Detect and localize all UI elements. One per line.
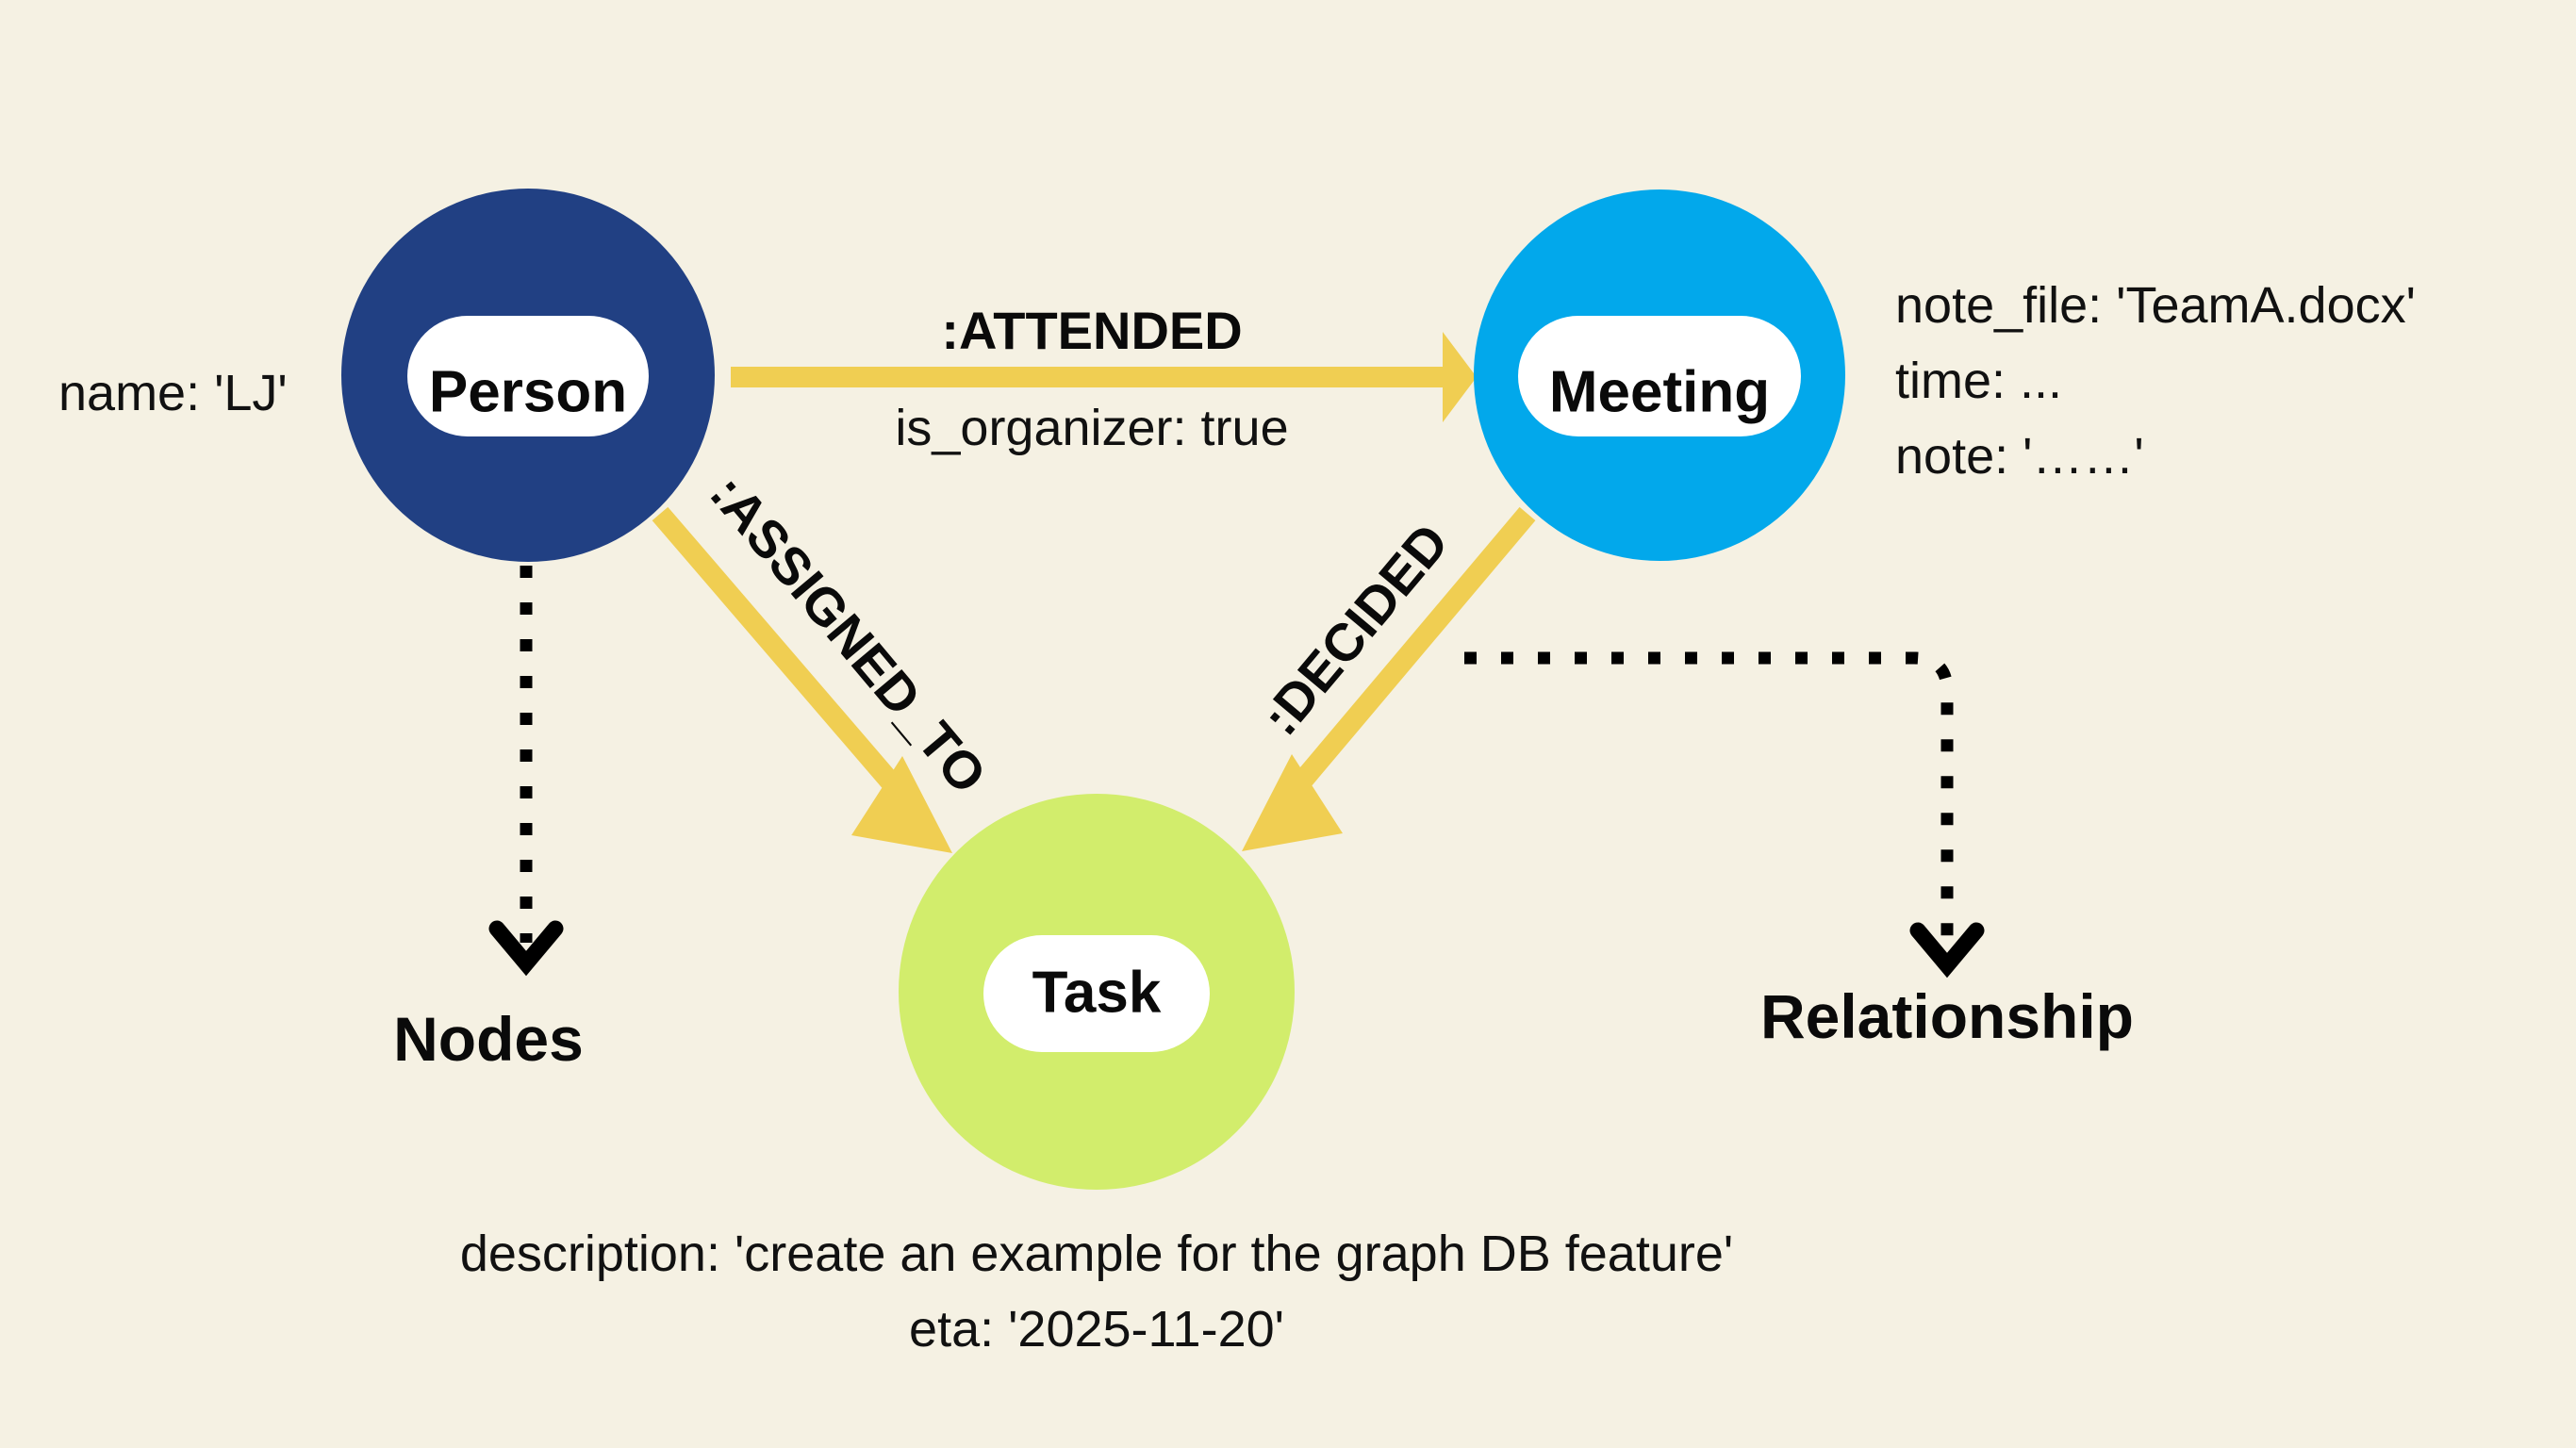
node-task[interactable]: Task: [899, 794, 1295, 1190]
edge-assigned-to-arrowhead: [851, 756, 952, 853]
node-person[interactable]: Person: [341, 189, 715, 562]
relationship-callout-label: Relationship: [1760, 981, 2134, 1051]
relationship-callout: [1464, 651, 1985, 979]
node-task-label: Task: [1032, 960, 1162, 1025]
node-person-pill: [407, 316, 649, 436]
edge-decided-arrowhead: [1242, 754, 1343, 851]
nodes-callout-label: Nodes: [393, 1004, 584, 1074]
relationship-callout-arrowhead: [1909, 922, 1985, 979]
task-property-description: description: 'create an example for the …: [460, 1226, 1733, 1282]
nodes-callout: [488, 566, 564, 977]
task-property-eta: eta: '2025-11-20': [909, 1301, 1284, 1358]
edge-assigned-to-line: [652, 506, 928, 823]
edge-decided[interactable]: [1242, 506, 1536, 851]
person-properties: name: 'LJ': [58, 365, 288, 421]
node-meeting-pill: [1518, 316, 1801, 436]
edge-attended-arrowhead: [1443, 332, 1477, 422]
meeting-properties: note_file: 'TeamA.docx' time: ... note: …: [1895, 277, 2416, 485]
edge-attended[interactable]: [731, 332, 1477, 422]
node-meeting[interactable]: Meeting: [1474, 189, 1845, 561]
edge-attended-label: :ATTENDED: [941, 301, 1242, 360]
node-meeting-label: Meeting: [1549, 359, 1770, 424]
meeting-property-note-file: note_file: 'TeamA.docx': [1895, 277, 2416, 334]
edge-decided-line: [1266, 506, 1536, 821]
relationship-callout-line: [1464, 651, 1954, 945]
task-properties: description: 'create an example for the …: [460, 1226, 1733, 1358]
edge-attended-property: is_organizer: true: [895, 400, 1288, 456]
meeting-property-note: note: '……': [1895, 428, 2144, 485]
node-person-label: Person: [429, 359, 627, 424]
nodes-callout-arrowhead: [488, 920, 564, 977]
node-task-pill: [983, 935, 1210, 1052]
meeting-property-time: time: ...: [1895, 353, 2062, 409]
edge-assigned-to[interactable]: [652, 506, 952, 853]
